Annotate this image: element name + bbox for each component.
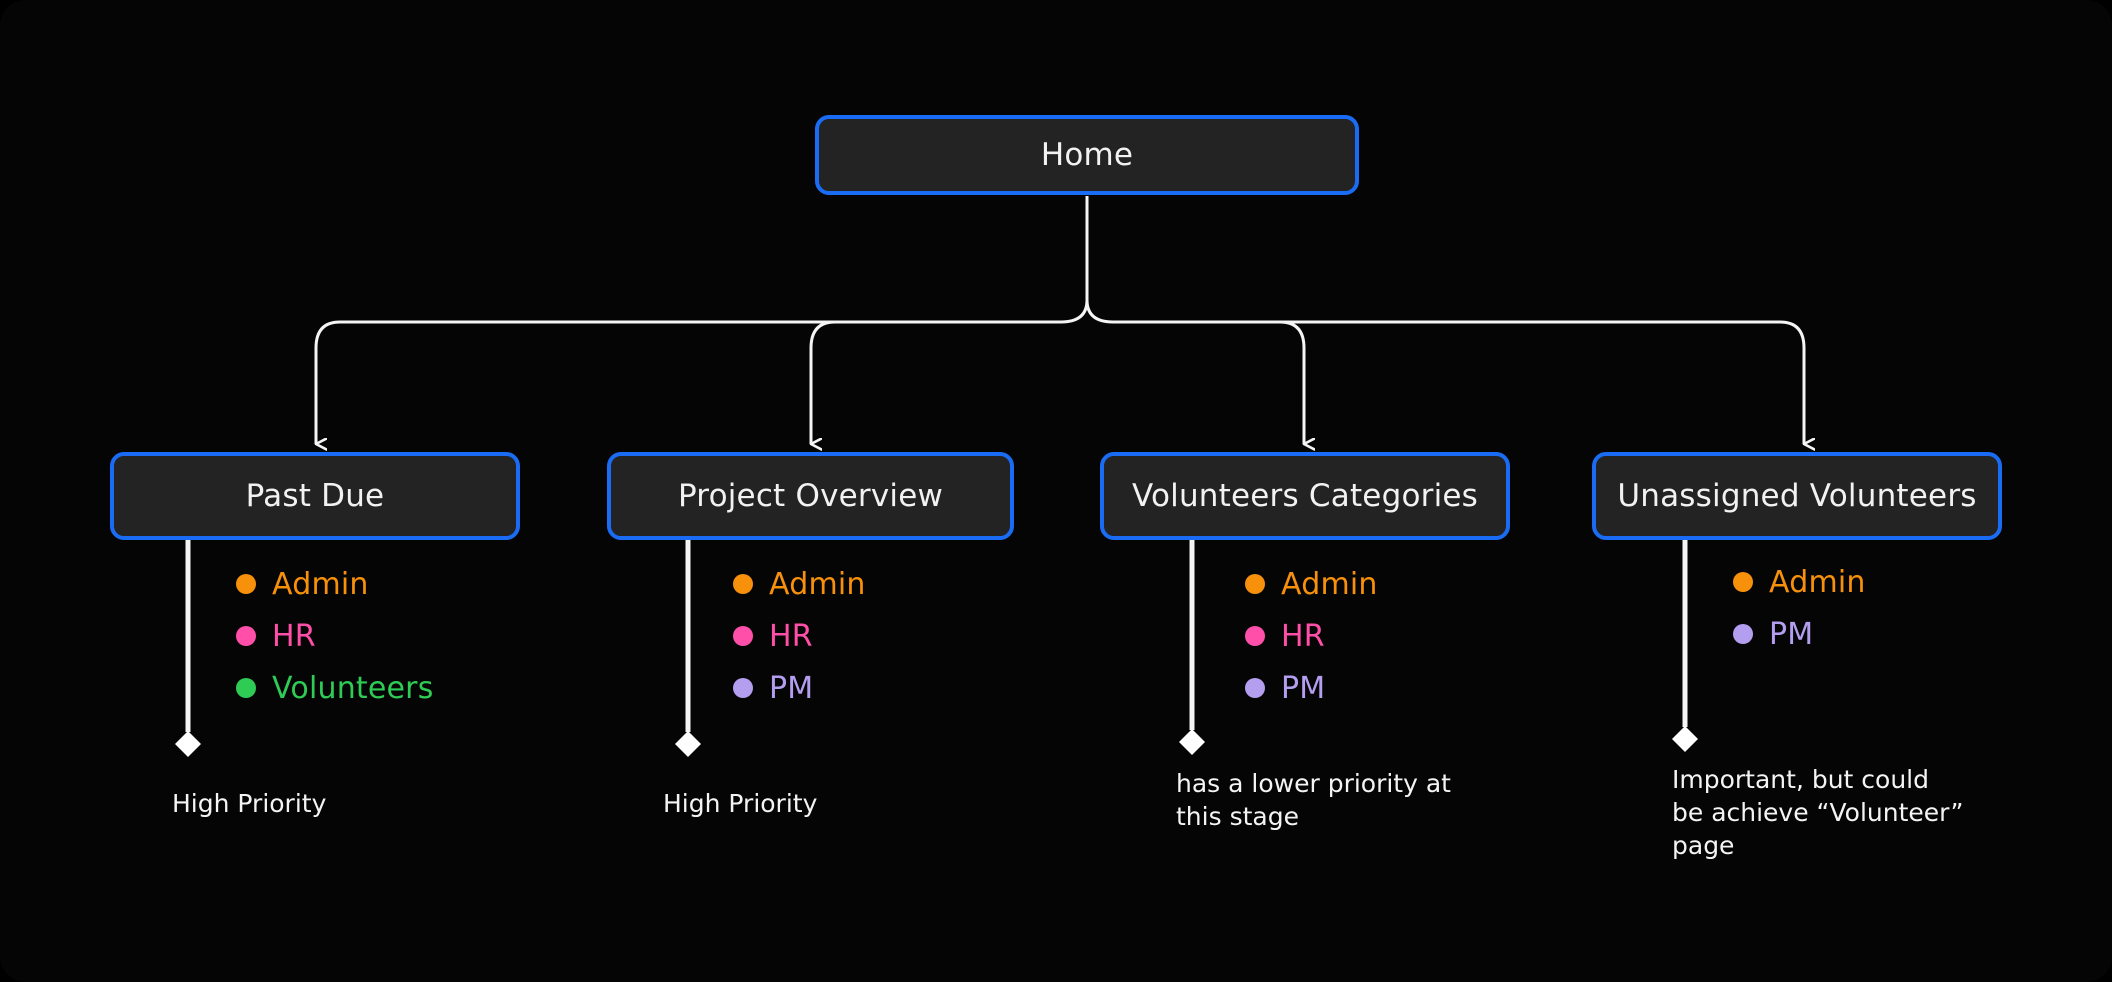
connector-to-volunteers-categories [1113, 320, 1304, 444]
legend-volunteers-categories: Admin HR PM [1245, 558, 1378, 714]
role-dot-hr [236, 626, 256, 646]
role-dot-volunteers [236, 678, 256, 698]
note-volunteers-categories: has a lower priority at this stage [1176, 769, 1451, 831]
legend-item: PM [1245, 662, 1378, 714]
note-diamond-past-due [175, 731, 201, 757]
note-unassigned-volunteers: Important, but could be achieve “Volunte… [1672, 765, 1964, 860]
legend-item: HR [236, 610, 434, 662]
connector-to-project-overview [809, 320, 1061, 444]
legend-item: Admin [1733, 556, 1866, 608]
role-dot-hr [733, 626, 753, 646]
node-volunteers-categories-label: Volunteers Categories [1131, 478, 1479, 514]
note-diamond-project-overview [675, 731, 701, 757]
note-diamond-volunteers-categories [1179, 729, 1205, 755]
connector-to-unassigned-volunteers [1779, 320, 1804, 444]
note-past-due: High Priority [172, 789, 327, 818]
role-dot-admin [733, 574, 753, 594]
legend-item: Admin [733, 558, 866, 610]
node-project-overview[interactable]: Project Overview [607, 452, 1014, 540]
node-past-due-label: Past Due [245, 478, 385, 514]
legend-item: Admin [236, 558, 434, 610]
role-label-pm: PM [1281, 670, 1326, 706]
role-label-admin: Admin [1281, 566, 1378, 602]
legend-unassigned-volunteers: Admin PM [1733, 556, 1866, 660]
node-unassigned-volunteers-label: Unassigned Volunteers [1617, 478, 1977, 514]
node-home[interactable]: Home [815, 115, 1359, 195]
role-dot-hr [1245, 626, 1265, 646]
role-label-hr: HR [272, 618, 316, 654]
role-label-pm: PM [1769, 616, 1814, 652]
role-label-admin: Admin [272, 566, 369, 602]
connector-tee-right [1085, 299, 1780, 324]
role-label-hr: HR [769, 618, 813, 654]
role-dot-admin [1733, 572, 1753, 592]
node-project-overview-label: Project Overview [677, 478, 944, 514]
node-home-label: Home [1040, 137, 1134, 173]
role-label-pm: PM [769, 670, 814, 706]
role-dot-admin [1245, 574, 1265, 594]
node-volunteers-categories[interactable]: Volunteers Categories [1100, 452, 1510, 540]
legend-item: PM [733, 662, 866, 714]
legend-item: HR [733, 610, 866, 662]
node-unassigned-volunteers[interactable]: Unassigned Volunteers [1592, 452, 2002, 540]
role-dot-pm [1733, 624, 1753, 644]
legend-project-overview: Admin HR PM [733, 558, 866, 714]
note-diamond-unassigned-volunteers [1672, 726, 1698, 752]
role-label-volunteers: Volunteers [272, 670, 434, 706]
connector-to-past-due [314, 320, 341, 444]
role-dot-pm [733, 678, 753, 698]
note-project-overview: High Priority [663, 789, 818, 818]
legend-past-due: Admin HR Volunteers [236, 558, 434, 714]
legend-item: HR [1245, 610, 1378, 662]
role-label-admin: Admin [1769, 564, 1866, 600]
connector-tee-left [340, 299, 1089, 324]
node-past-due[interactable]: Past Due [110, 452, 520, 540]
role-label-admin: Admin [769, 566, 866, 602]
legend-item: PM [1733, 608, 1866, 660]
legend-item: Volunteers [236, 662, 434, 714]
role-label-hr: HR [1281, 618, 1325, 654]
role-dot-admin [236, 574, 256, 594]
role-dot-pm [1245, 678, 1265, 698]
legend-item: Admin [1245, 558, 1378, 610]
